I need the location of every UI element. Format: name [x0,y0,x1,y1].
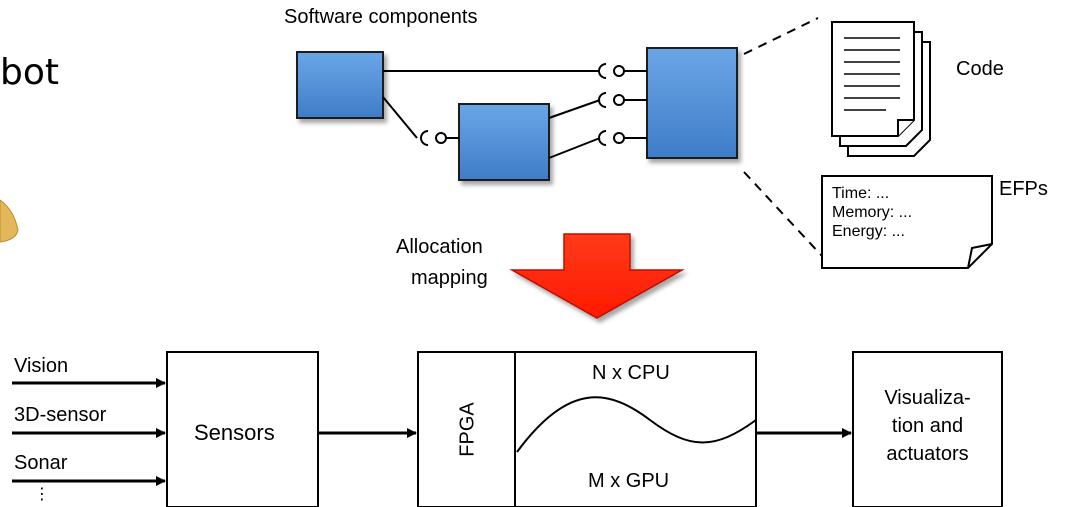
workload-wave [516,396,757,453]
output-label-line2: tion and [891,415,964,437]
output-label: Visualiza- tion and actuators [853,384,1002,468]
partial-image [0,199,19,243]
sensors-label: Sensors [194,420,275,445]
code-document-icon [831,21,931,157]
software-components-title: Software components [284,6,478,28]
allocation-label-line2: mapping [411,267,488,289]
efps-label: EFPs [999,178,1048,200]
callout-line-efps [743,171,823,257]
output-label-line1: Visualiza- [884,387,971,409]
efp-memory: Memory: ... [832,204,913,221]
input-label-vision: Vision [14,355,69,377]
software-component-1 [296,51,384,119]
software-component-2 [458,103,550,181]
allocation-label-line1: Allocation [396,236,483,258]
software-component-3 [646,47,738,159]
cpu-label: N x CPU [592,362,670,384]
efp-energy: Energy: ... [832,223,905,240]
component-connectors [382,63,647,159]
processing-box [417,351,757,507]
efps-note-fold [967,243,993,269]
output-box [852,351,1003,507]
output-label-line3: actuators [886,443,969,465]
fpga-label: FPGA [456,402,479,457]
callout-line-code [743,17,819,55]
input-label-more: ⋮ [34,484,50,503]
gpu-label: M x GPU [588,470,670,492]
input-label-3d-sensor: 3D-sensor [14,404,107,426]
efp-time: Time: ... [832,185,890,202]
sensors-box [166,351,319,507]
code-label: Code [956,58,1004,80]
partial-title: bot [0,52,59,93]
allocation-arrow-icon [509,233,685,319]
input-label-sonar: Sonar [14,452,68,474]
efps-list: Time: ... Memory: ... Energy: ... [832,184,912,241]
efps-note-icon [821,175,993,269]
